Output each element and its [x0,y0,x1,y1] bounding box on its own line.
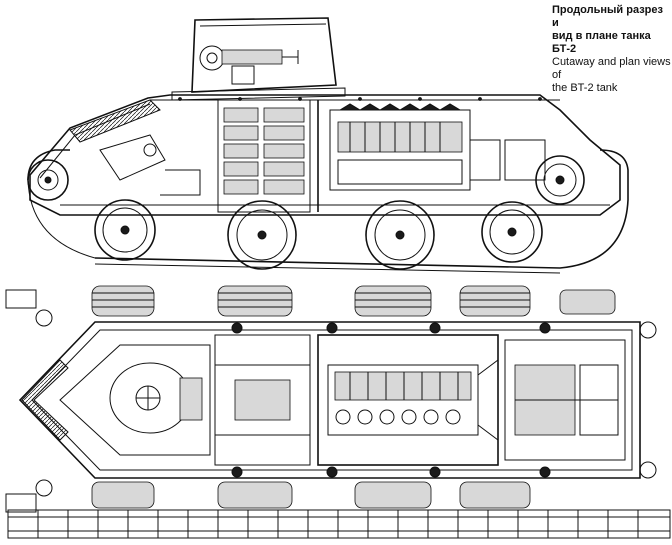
plan-upper-wheels [91,285,616,317]
caption-title-ru-1: Продольный разрез и [552,4,663,29]
plan-view [5,285,671,539]
plan-lower-wheels [91,481,531,509]
front-idler [27,159,69,201]
caption-title-ru-2: вид в плане танка БТ-2 [552,30,651,55]
transmission [504,139,585,205]
plan-fighting-compartment [214,322,551,478]
hull-rivets [178,97,542,101]
caption-title-en-2: the BT-2 tank [552,82,618,94]
engine-side [329,103,501,191]
side-cutaway-view [27,17,629,274]
plan-front-idler [5,289,53,513]
figure-caption: Продольный разрез и вид в плане танка БТ… [552,4,672,95]
turret [171,17,346,101]
plan-driver-area [59,344,211,456]
hull-side [29,94,621,216]
hull-plan [18,321,641,479]
track-side [27,149,629,274]
ammo-rack [217,99,311,213]
plan-lower-track [7,509,671,539]
caption-title-en-1: Cutaway and plan views of [552,56,671,81]
plan-engine [317,334,499,466]
road-wheels [94,199,543,270]
plan-transmission [504,339,626,461]
